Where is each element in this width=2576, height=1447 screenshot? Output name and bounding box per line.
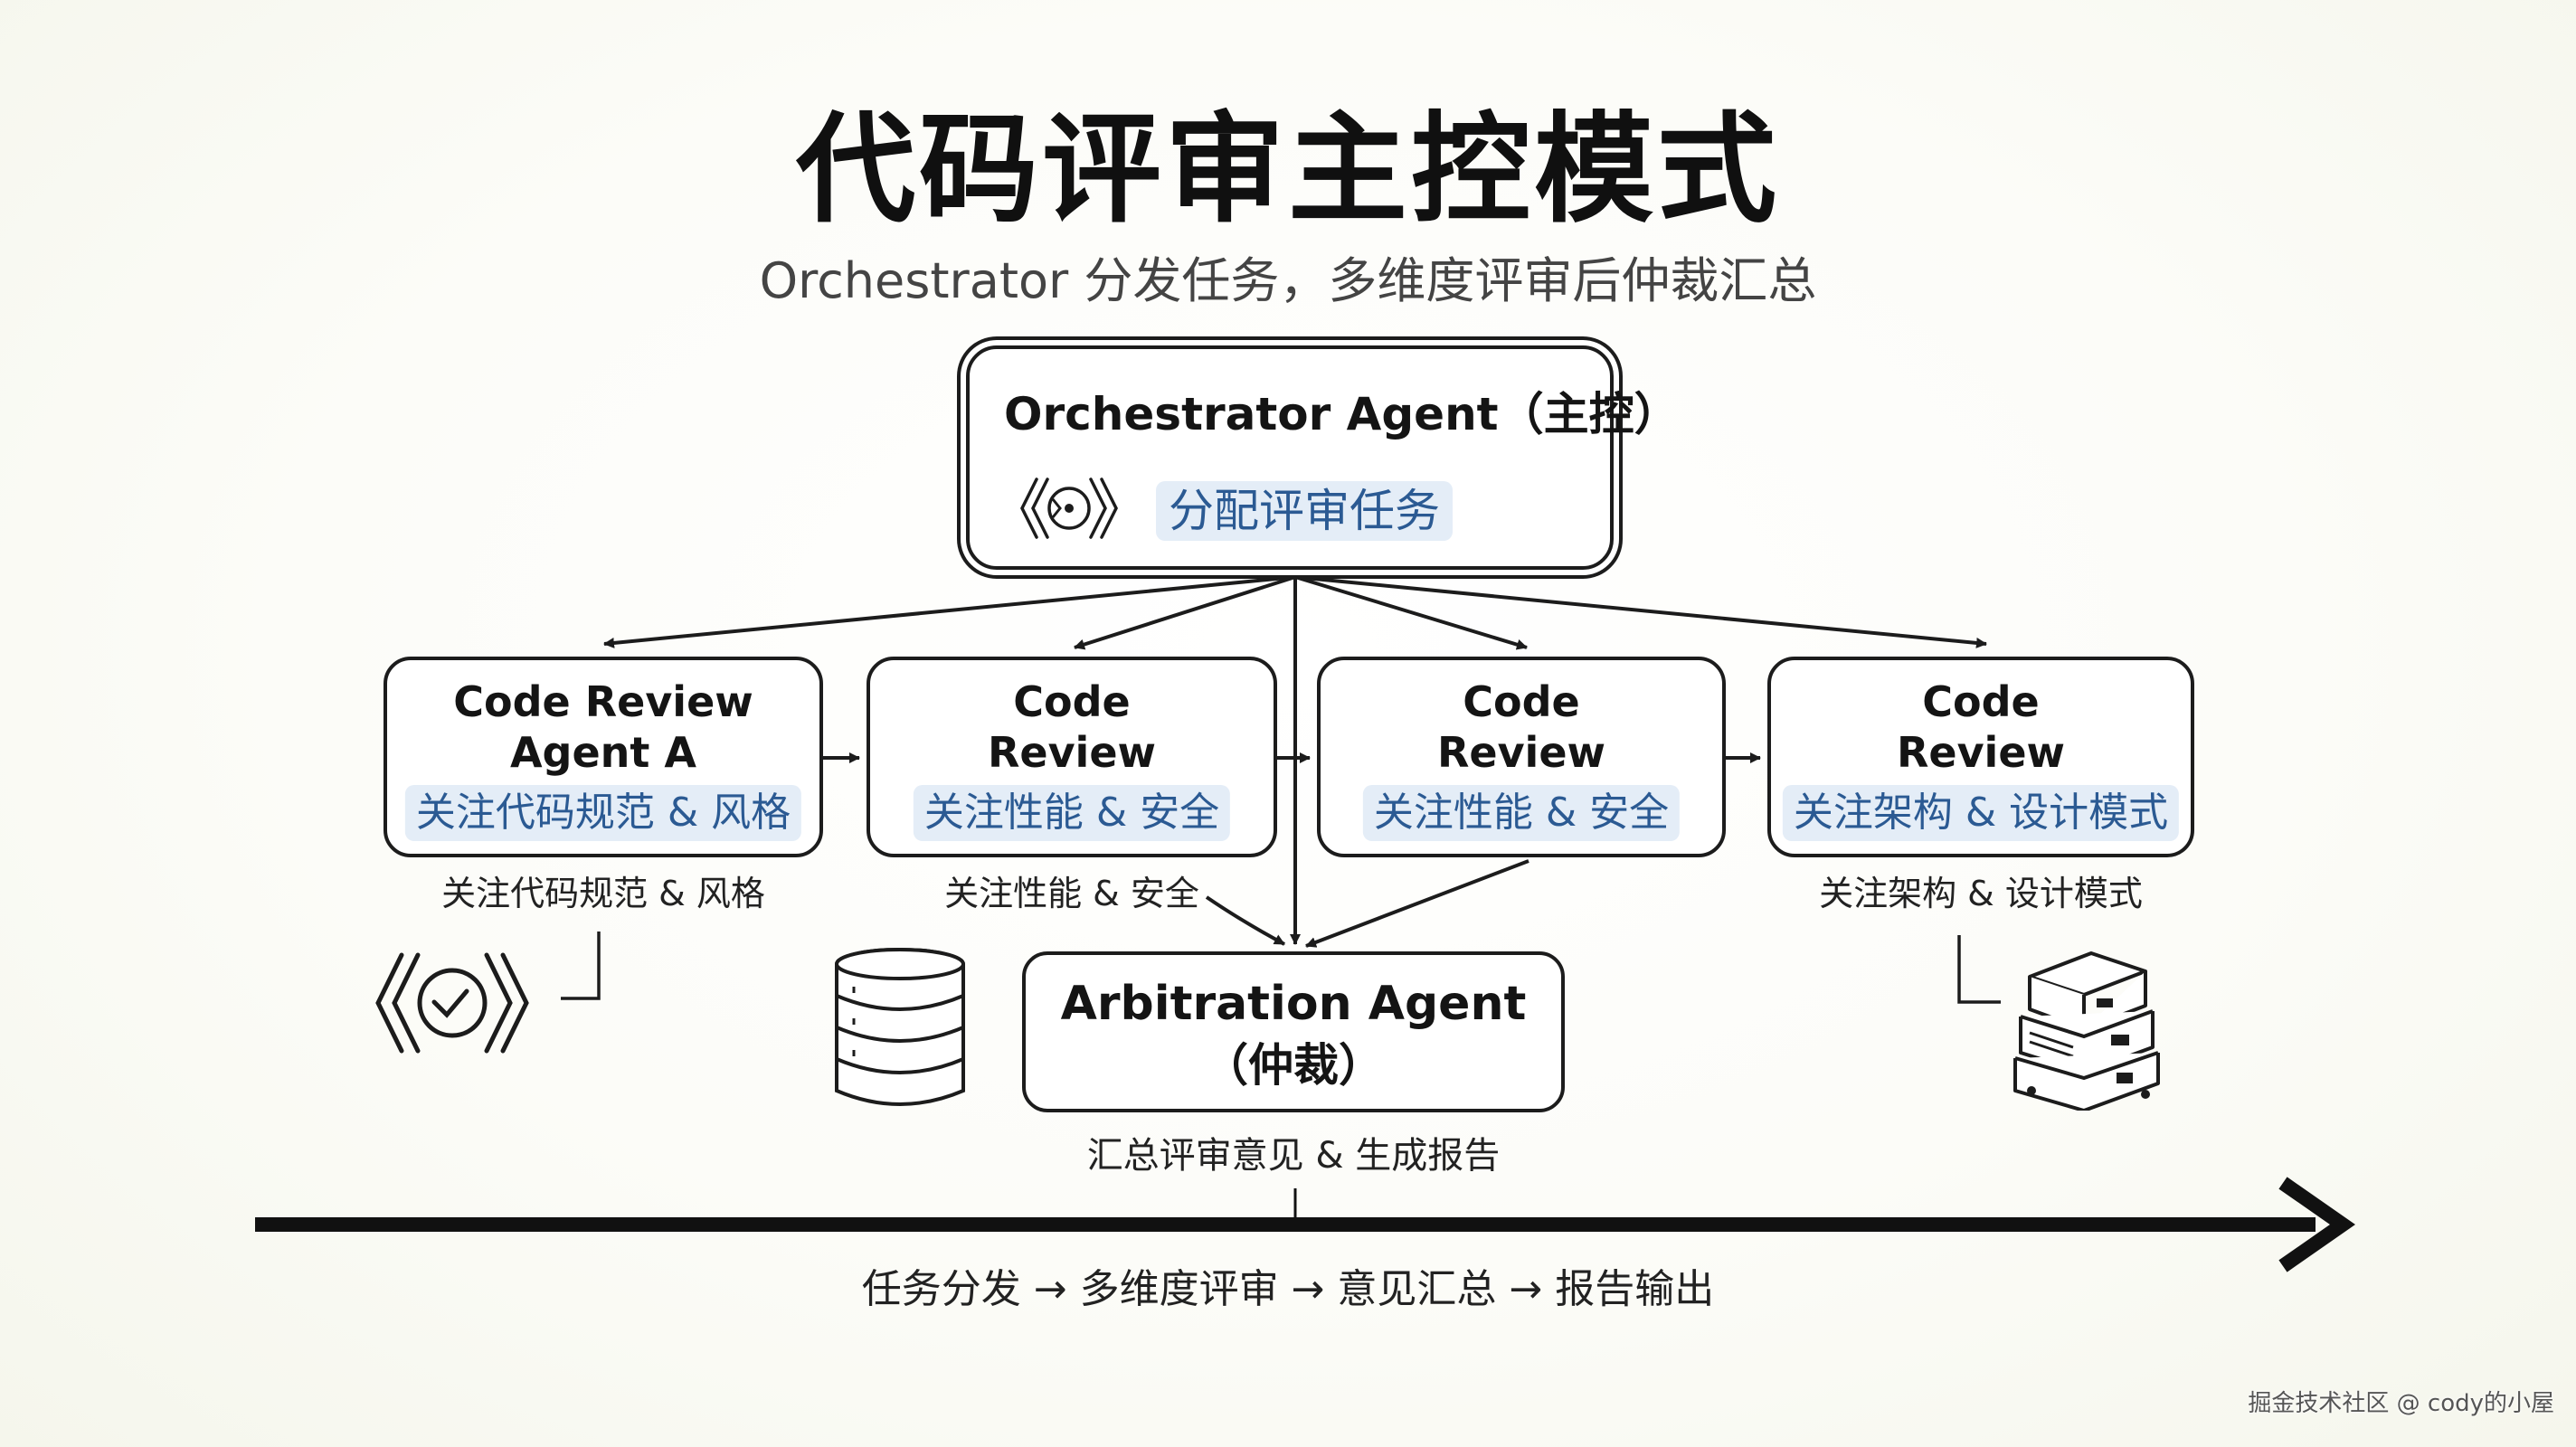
arbitration-caption: 汇总评审意见 & 生成报告 <box>1086 1135 1501 1177</box>
page-title: 代码评审主控模式 <box>796 100 1780 240</box>
arbitration-subtitle: （仲裁） <box>1203 1039 1384 1092</box>
bracket-agent-c <box>1957 935 2001 1004</box>
page-subtitle: Orchestrator 分发任务，多维度评审后仲裁汇总 <box>759 252 1817 309</box>
agent-b1-focus: 关注性能 & 安全 <box>913 785 1231 841</box>
edge-orch-agent-b1 <box>1074 575 1296 650</box>
agent-c-node: Code Review Agent C 关注架构 & 设计模式 <box>1767 657 2194 857</box>
agent-b1-node: Code Review Agent B 关注性能 & 安全 <box>867 657 1277 857</box>
agent-b1-caption: 关注性能 & 安全 <box>944 874 1199 913</box>
flow-steps: 任务分发 → 多维度评审 → 意见汇总 → 报告输出 <box>861 1266 1715 1312</box>
arbitration-node: Arbitration Agent （仲裁） <box>1022 951 1565 1112</box>
timeline-arrowhead <box>2278 1177 2355 1272</box>
database-icon <box>835 948 965 1106</box>
agent-a-focus: 关注代码规范 & 风格 <box>404 785 802 841</box>
code-target-icon <box>1020 478 1118 539</box>
edge-orch-agent-b2 <box>1294 575 1528 650</box>
agent-c-caption: 关注架构 & 设计模式 <box>1819 874 2143 913</box>
agent-a-title: Code Review Agent A <box>453 677 753 777</box>
agent-b2-focus: 关注性能 & 安全 <box>1362 785 1681 841</box>
orchestrator-task-label: 分配评审任务 <box>1156 481 1453 541</box>
edge-orch-agent-a <box>603 575 1296 648</box>
edge-orch-agent-c <box>1294 575 1987 648</box>
code-check-icon <box>375 952 529 1054</box>
arbitration-title: Arbitration Agent <box>1060 977 1527 1031</box>
agent-c-focus: 关注架构 & 设计模式 <box>1782 785 2180 841</box>
agent-a-caption: 关注代码规范 & 风格 <box>441 874 765 913</box>
edge-b2-arbitration <box>1305 859 1530 948</box>
server-stack-icon <box>2013 951 2160 1111</box>
edge-b1-arbitration <box>1205 895 1285 946</box>
orchestrator-title: Orchestrator Agent（主控） <box>1004 388 1680 440</box>
watermark: 掘金技术社区 @ cody的小屋 <box>2248 1390 2554 1417</box>
agent-a-node: Code Review Agent A 关注代码规范 & 风格 <box>384 657 823 857</box>
bracket-agent-a <box>561 932 601 1000</box>
agent-b2-node: Code Review Agent B 关注性能 & 安全 <box>1317 657 1726 857</box>
orchestrator-node: Orchestrator Agent（主控） 分配评审任务 <box>966 345 1680 570</box>
